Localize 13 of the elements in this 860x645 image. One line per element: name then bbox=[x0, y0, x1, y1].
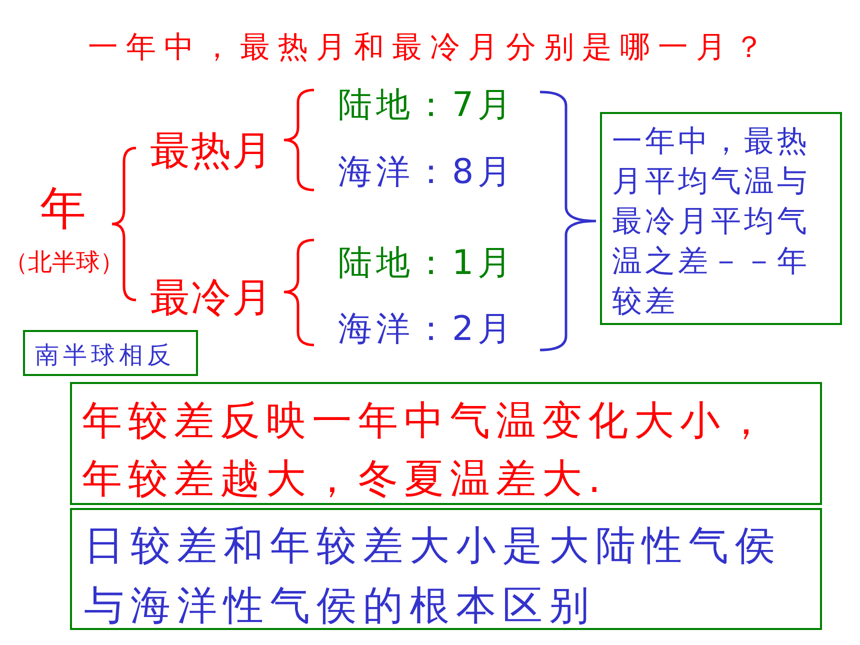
month-value-label: 海洋：8月 bbox=[338, 155, 516, 189]
month-value-label: 陆地：1月 bbox=[338, 246, 516, 280]
month-type-label: 最冷月 bbox=[150, 278, 273, 318]
month-value-label: 陆地：7月 bbox=[338, 88, 516, 122]
month-value-label: 海洋：2月 bbox=[338, 312, 516, 346]
summary-box: 日较差和年较差大小是大陆性气侯与海洋性气侯的根本区别 bbox=[70, 508, 822, 630]
hemisphere-note: （北半球） bbox=[4, 250, 124, 274]
note-box: 南半球相反 bbox=[23, 330, 198, 376]
summary-box: 年较差反映一年中气温变化大小，年较差越大，冬夏温差大. bbox=[70, 382, 822, 505]
definition-box: 一年中，最热月平均气温与最冷月平均气温之差－－年较差 bbox=[600, 112, 842, 325]
year-label: 年 bbox=[40, 185, 86, 231]
month-type-label: 最热月 bbox=[150, 131, 273, 171]
title-text: 一年中，最热月和最冷月分别是哪一月？ bbox=[88, 33, 772, 63]
